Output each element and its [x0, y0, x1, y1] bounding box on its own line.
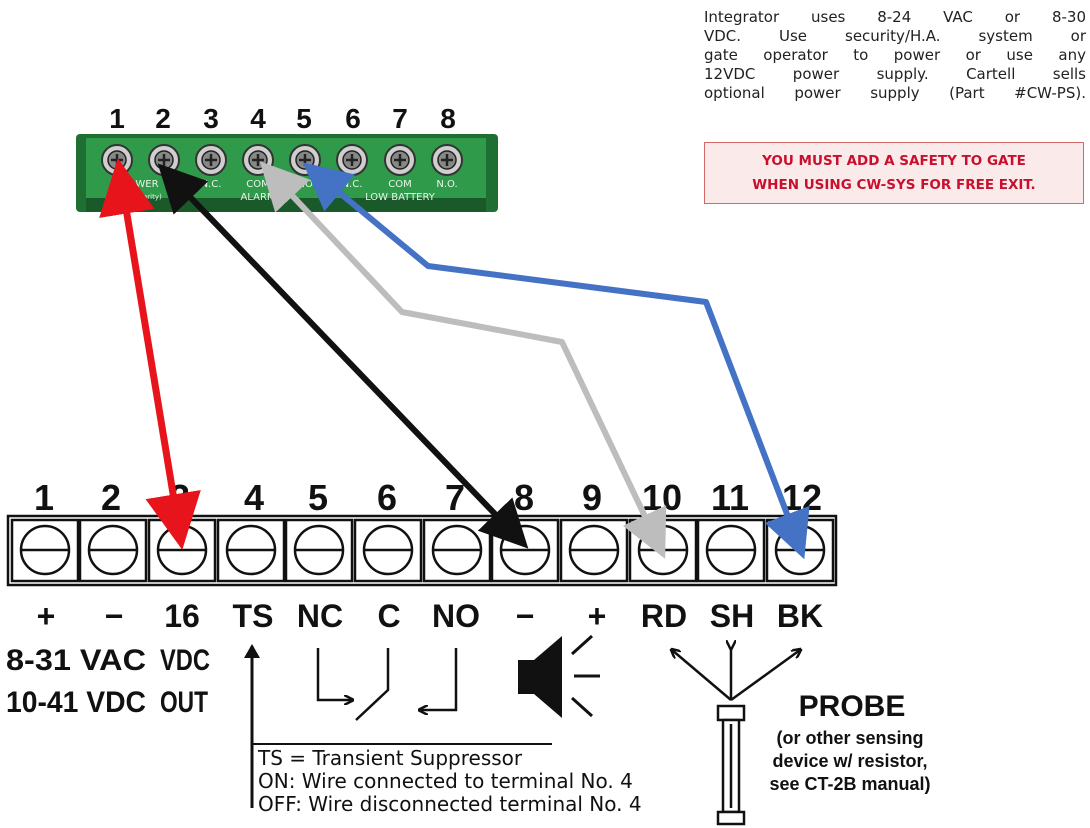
wires	[99, 158, 810, 560]
ts-legend-line-2: ON: Wire connected to terminal No. 4	[258, 769, 633, 793]
top-num-5: 5	[296, 103, 312, 134]
top-label-power: POWER	[121, 179, 158, 190]
symbol-minus-8: −	[516, 598, 535, 634]
bottom-num-2: 2	[101, 477, 121, 518]
probe-title: PROBE	[799, 690, 906, 723]
top-label-no1: N.O.	[294, 179, 315, 190]
probe-icon	[672, 648, 800, 826]
bottom-screw-8	[499, 524, 551, 576]
probe-desc-3: see CT-2B manual)	[769, 774, 930, 794]
supply-labels: 8-31 VAC 10-41 VDC VDC OUT	[6, 644, 210, 719]
bottom-num-5: 5	[308, 477, 328, 518]
bottom-num-9: 9	[582, 477, 602, 518]
wire-red	[99, 158, 201, 550]
top-screw-8	[431, 144, 463, 176]
power-note-line-2: VDC. Use security/H.A. system or	[704, 27, 1086, 45]
bottom-screw-5	[293, 524, 345, 576]
bottom-screw-2	[87, 524, 139, 576]
supply-vac: 8-31 VAC	[6, 644, 146, 677]
relay-contact-symbol	[316, 648, 458, 721]
ts-legend-line-1: TS = Transient Suppressor	[257, 746, 523, 770]
probe-desc-1: (or other sensing	[776, 728, 923, 748]
bottom-screw-12	[774, 524, 826, 576]
ts-legend-line-3: OFF: Wire disconnected terminal No. 4	[258, 792, 642, 816]
output-out: OUT	[160, 686, 208, 719]
top-num-8: 8	[440, 103, 456, 134]
speaker-icon	[518, 634, 600, 718]
bottom-num-11: 11	[711, 477, 749, 518]
bottom-terminal-symbols: + − 16 TS NC C NO − + RD SH BK	[37, 598, 823, 634]
symbol-plus-1: +	[37, 598, 56, 634]
bottom-num-4: 4	[244, 477, 264, 518]
top-screw-3	[195, 144, 227, 176]
output-vdc: VDC	[160, 644, 210, 677]
bottom-terminal-numbers: 1 2 3 4 5 6 7 8 9 10 11 12	[34, 477, 822, 518]
symbol-minus-2: −	[105, 598, 124, 634]
probe-labels: PROBE (or other sensing device w/ resist…	[769, 690, 930, 794]
top-terminal-numbers: 1 2 3 4 5 6 7 8	[109, 103, 456, 134]
power-note-line-1: Integrator uses 8-24 VAC or 8-30	[704, 8, 1086, 26]
top-label-com1: COM	[246, 179, 269, 190]
power-note-line-3: gate operator to power or use any	[704, 46, 1086, 64]
power-note: Integrator uses 8-24 VAC or 8-30 VDC. Us…	[704, 8, 1086, 103]
symbol-nc: NC	[297, 598, 343, 634]
top-num-1: 1	[109, 103, 125, 134]
supply-vdc: 10-41 VDC	[6, 686, 146, 719]
bottom-screw-11	[705, 524, 757, 576]
top-screw-7	[384, 144, 416, 176]
top-terminal-block: 1 2 3 4 5 6 7 8	[76, 103, 498, 212]
top-label-alarm: ALARM	[240, 192, 275, 203]
safety-warning-line-2: WHEN USING CW-SYS FOR FREE EXIT.	[752, 177, 1036, 193]
symbol-no: NO	[432, 598, 480, 634]
top-num-6: 6	[345, 103, 361, 134]
top-label-com2: COM	[388, 179, 411, 190]
top-label-nc1: N.C.	[201, 179, 222, 190]
wire-blue	[302, 162, 810, 560]
symbol-bk: BK	[777, 598, 823, 634]
bottom-num-1: 1	[34, 477, 54, 518]
top-num-7: 7	[392, 103, 408, 134]
symbol-16: 16	[164, 598, 200, 634]
bottom-screw-7	[431, 524, 483, 576]
top-label-no2: N.O.	[436, 179, 457, 190]
ts-legend: TS = Transient Suppressor ON: Wire conne…	[252, 743, 642, 816]
symbol-sh: SH	[710, 598, 754, 634]
power-note-line-5: optional power supply (Part #CW-PS).	[704, 84, 1086, 102]
bottom-screw-10	[637, 524, 689, 576]
top-label-nc2: N.C.	[342, 179, 363, 190]
bottom-screw-9	[568, 524, 620, 576]
top-num-2: 2	[155, 103, 171, 134]
bottom-screw-6	[362, 524, 414, 576]
symbol-ts: TS	[233, 598, 274, 634]
safety-warning: YOU MUST ADD A SAFETY TO GATE WHEN USING…	[704, 142, 1084, 204]
top-screw-1	[101, 144, 133, 176]
safety-warning-line-1: YOU MUST ADD A SAFETY TO GATE	[762, 153, 1026, 169]
symbol-c: C	[377, 598, 400, 634]
bottom-screw-4	[225, 524, 277, 576]
bottom-num-8: 8	[514, 477, 534, 518]
top-screw-2	[148, 144, 180, 176]
top-screw-6	[336, 144, 368, 176]
symbol-rd: RD	[641, 598, 687, 634]
top-num-3: 3	[203, 103, 219, 134]
symbol-plus-9: +	[588, 598, 607, 634]
top-num-4: 4	[250, 103, 266, 134]
bottom-num-10: 10	[642, 477, 682, 518]
wire-black	[157, 163, 529, 549]
bottom-screw-1	[19, 524, 71, 576]
probe-desc-2: device w/ resistor,	[772, 751, 927, 771]
bottom-num-6: 6	[377, 477, 397, 518]
power-note-line-4: 12VDC power supply. Cartell sells	[704, 65, 1086, 83]
top-label-low-battery: LOW BATTERY	[365, 192, 436, 203]
